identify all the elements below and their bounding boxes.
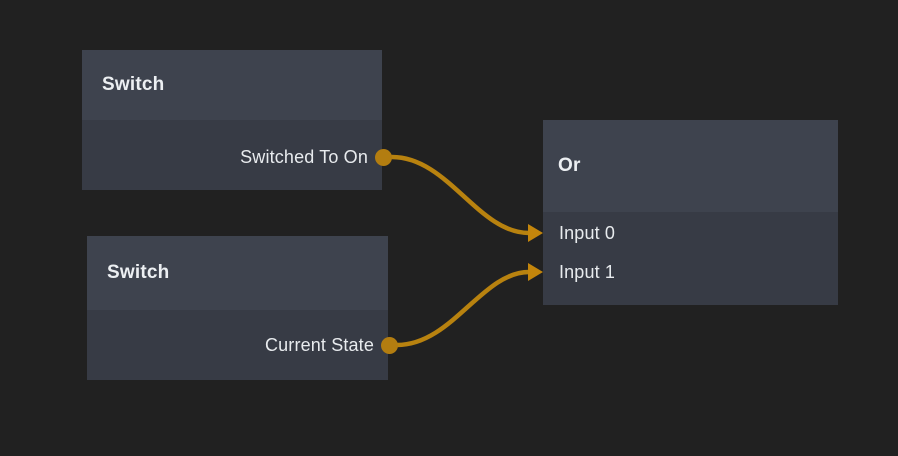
node-title: Switch bbox=[102, 74, 165, 95]
output-port-switched-to-on[interactable]: Switched To On bbox=[240, 147, 368, 168]
input-pin-arrow[interactable] bbox=[528, 224, 543, 242]
input-port-label: Input 1 bbox=[559, 262, 616, 282]
output-port-current-state[interactable]: Current State bbox=[265, 335, 374, 356]
input-pin-arrow[interactable] bbox=[528, 263, 543, 281]
output-pin-dot[interactable] bbox=[375, 149, 392, 166]
node-switch-1[interactable]: Switch Switched To On bbox=[82, 50, 392, 190]
node-body: Switched To On bbox=[82, 120, 392, 190]
input-port-label: Input 0 bbox=[559, 223, 616, 243]
output-port-label: Current State bbox=[264, 335, 374, 355]
connection-wire[interactable] bbox=[394, 269, 532, 348]
output-pin-dot[interactable] bbox=[381, 337, 398, 354]
node-body: Current State bbox=[87, 310, 398, 380]
node-title: Or bbox=[558, 155, 581, 176]
node-header[interactable]: Switch bbox=[82, 50, 382, 120]
node-switch-2[interactable]: Switch Current State bbox=[87, 236, 398, 380]
node-body: Input 0 Input 1 bbox=[528, 212, 838, 305]
output-port-label: Switched To On bbox=[240, 147, 368, 167]
node-header[interactable]: Or bbox=[543, 120, 838, 212]
node-title: Switch bbox=[107, 262, 170, 283]
node-header[interactable]: Switch bbox=[87, 236, 388, 310]
input-port-input-1[interactable]: Input 1 bbox=[559, 262, 615, 283]
connection-wire[interactable] bbox=[389, 154, 532, 236]
node-or-1[interactable]: Or Input 0 Input 1 bbox=[528, 120, 838, 305]
input-port-input-0[interactable]: Input 0 bbox=[559, 223, 615, 244]
